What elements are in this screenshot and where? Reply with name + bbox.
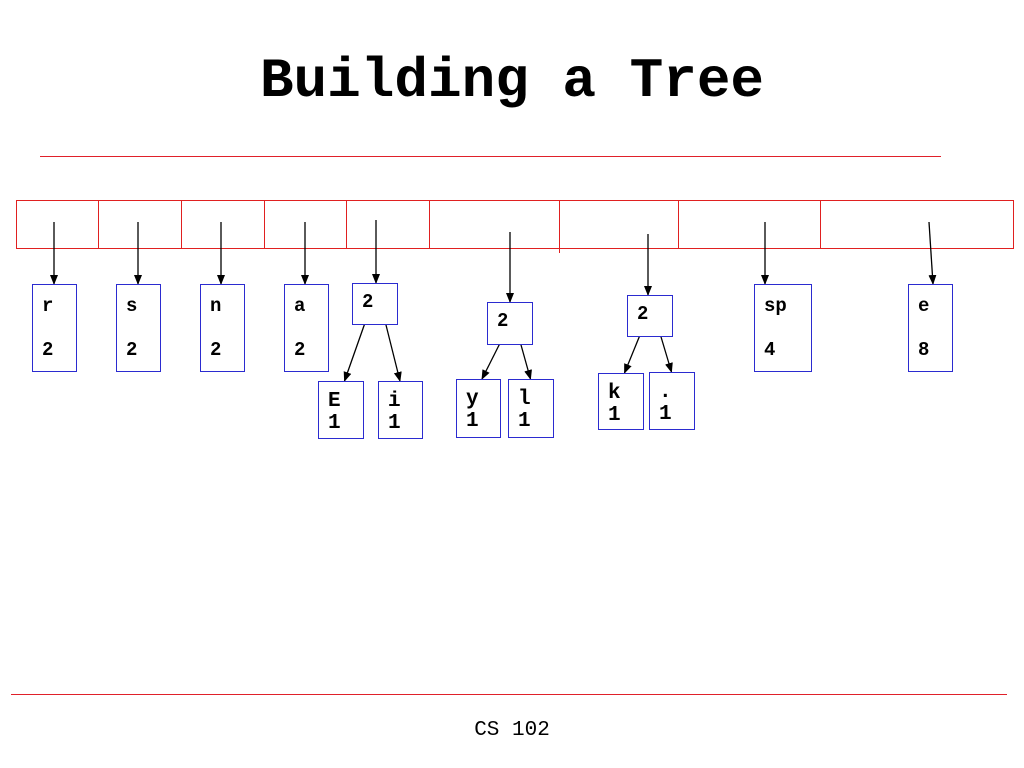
node-symbol: r bbox=[42, 295, 54, 317]
node-weight: 2 bbox=[210, 339, 222, 361]
tree-edge-p2-l bbox=[520, 343, 532, 380]
tree-node-i bbox=[378, 381, 423, 439]
slide-footer: CS 102 bbox=[474, 719, 550, 742]
node-symbol: . bbox=[659, 381, 672, 404]
tree-node-r bbox=[32, 284, 77, 372]
queue-pointers bbox=[50, 220, 937, 303]
node-weight: 1 bbox=[466, 410, 479, 433]
node-weight: 2 bbox=[42, 339, 54, 361]
node-symbol: l bbox=[518, 388, 531, 411]
tree-edge-p1-E bbox=[343, 323, 366, 382]
node-weight: 1 bbox=[388, 412, 401, 435]
tree-node-p3 bbox=[627, 295, 673, 337]
node-weight: 1 bbox=[608, 404, 621, 427]
tree-edge-p3-dot bbox=[660, 335, 673, 373]
node-symbol: i bbox=[388, 390, 401, 413]
node-weight: 1 bbox=[328, 412, 341, 435]
node-symbol: sp bbox=[764, 295, 787, 317]
tree-node-p1 bbox=[352, 283, 398, 325]
priority-queue-array bbox=[16, 200, 1014, 253]
node-weight: 1 bbox=[659, 403, 672, 426]
tree-node-y bbox=[456, 379, 501, 438]
tree-node-l bbox=[508, 379, 554, 438]
node-weight: 2 bbox=[362, 291, 374, 313]
node-weight: 2 bbox=[126, 339, 138, 361]
bottom-divider bbox=[11, 694, 1007, 695]
node-symbol: k bbox=[608, 382, 621, 405]
tree-node-p2 bbox=[487, 302, 533, 345]
node-weight: 8 bbox=[918, 339, 930, 361]
tree-edges bbox=[343, 323, 673, 382]
node-weight: 2 bbox=[497, 310, 509, 332]
node-weight: 2 bbox=[637, 303, 649, 325]
node-weight: 1 bbox=[518, 410, 531, 433]
tree-edge-p1-i bbox=[385, 323, 402, 382]
node-symbol: e bbox=[918, 295, 930, 317]
tree-edge-p2-y bbox=[481, 343, 501, 380]
tree-node-dot bbox=[649, 372, 695, 430]
node-symbol: E bbox=[328, 390, 341, 413]
tree-node-n bbox=[200, 284, 245, 372]
node-weight: 4 bbox=[764, 339, 776, 361]
tree-nodes bbox=[32, 283, 953, 439]
slide-title: Building a Tree bbox=[259, 49, 765, 113]
tree-edge-p3-k bbox=[623, 335, 641, 374]
tree-node-k bbox=[598, 373, 644, 430]
tree-node-s bbox=[116, 284, 161, 372]
node-weight: 2 bbox=[294, 339, 306, 361]
tree-node-E bbox=[318, 381, 364, 439]
tree-node-a bbox=[284, 284, 329, 372]
top-divider bbox=[40, 156, 941, 157]
tree-node-sp bbox=[754, 284, 812, 372]
queue-pointer-e bbox=[928, 221, 937, 285]
node-symbol: y bbox=[466, 388, 479, 411]
tree-node-e bbox=[908, 284, 953, 372]
queue-array-outline bbox=[16, 200, 1014, 249]
node-symbol: s bbox=[126, 295, 138, 317]
node-symbol: a bbox=[294, 295, 306, 317]
node-symbol: n bbox=[210, 295, 222, 317]
